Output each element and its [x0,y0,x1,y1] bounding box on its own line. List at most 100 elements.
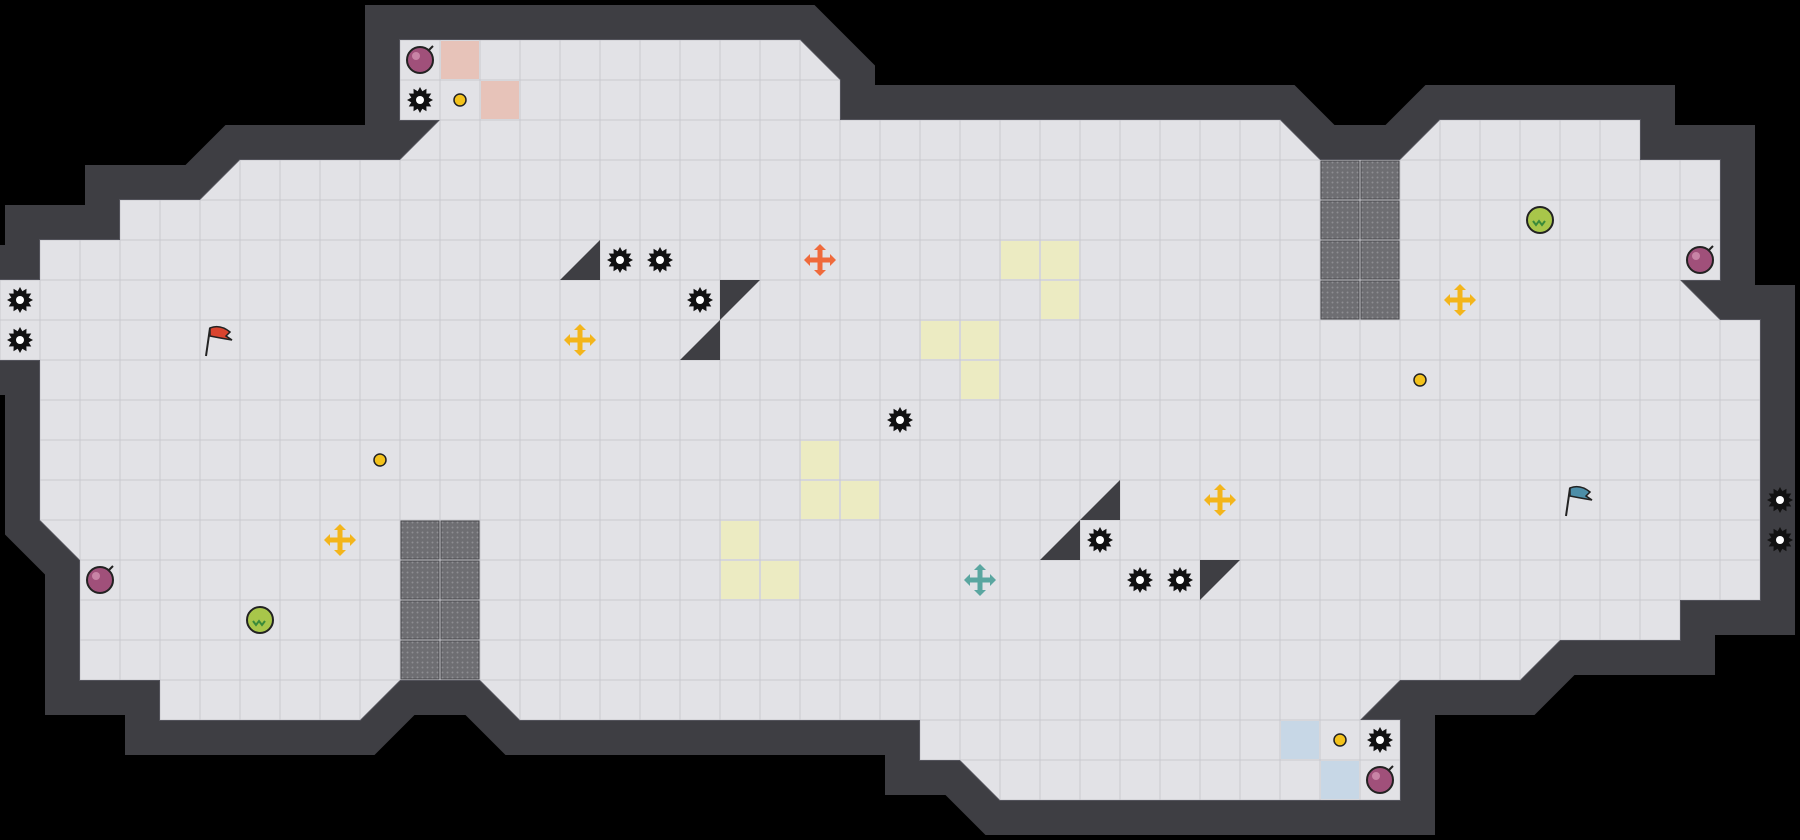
metal-block [1320,160,1360,200]
spike-icon [887,407,913,433]
ramp [1040,520,1080,560]
red-tile [481,81,519,119]
arrow-up [574,324,586,330]
orange-arrows-icon [804,244,836,276]
arrow-h [808,257,832,263]
spike-core [656,256,664,264]
arrow-h [568,337,592,343]
spike-core [416,96,424,104]
yellow-tile [801,441,839,479]
spike-icon [1127,567,1153,593]
metal-block [1320,200,1360,240]
bomb-icon [1686,245,1714,274]
arrow-right [1230,494,1236,506]
orb-wave [1532,219,1546,227]
green-orb-icon [1526,206,1554,234]
red-flag-icon [205,325,233,357]
yellow-arrows-icon [564,324,596,356]
spike-core [696,296,704,304]
spike-icon [647,247,673,273]
ramp [720,280,760,320]
metal-block [1360,160,1400,200]
metal-block [400,560,440,600]
spike-icon [1167,567,1193,593]
yellow-tile [961,361,999,399]
yellow-tile [841,481,879,519]
spike-core [896,416,904,424]
arrow-up [1214,484,1226,490]
coin-icon [373,453,387,467]
spike-core [616,256,624,264]
flag-cloth [209,325,233,341]
bomb-icon [1366,765,1394,794]
yellow-tile [721,521,759,559]
arrow-h [1448,297,1472,303]
arrow-left [964,574,970,586]
arrow-left [324,534,330,546]
arrow-down [1454,310,1466,316]
spike-core [16,336,24,344]
spike-core [1376,736,1384,744]
metal-block [400,640,440,680]
yellow-tile [1041,241,1079,279]
arrow-h [328,537,352,543]
metal-block [1320,280,1360,320]
ramp [1080,480,1120,520]
bomb-fuse [107,565,114,572]
arrow-down [574,350,586,356]
blue-flag-icon [1565,485,1593,517]
blue-tile [1321,761,1359,799]
orb-wave [252,619,266,627]
bomb-fuse [1387,765,1394,772]
arrow-right [590,334,596,346]
arrow-left [804,254,810,266]
arrow-up [814,244,826,250]
ramp [680,320,720,360]
spike-core [16,296,24,304]
arrow-down [1214,510,1226,516]
metal-block [400,600,440,640]
arrow-left [1204,494,1210,506]
yellow-tile [961,321,999,359]
metal-block [440,600,480,640]
bomb-fuse [1707,245,1714,252]
arrow-h [1208,497,1232,503]
yellow-tile [921,321,959,359]
arrow-up [1454,284,1466,290]
arrow-right [830,254,836,266]
metal-block [1360,240,1400,280]
spike-core [1096,536,1104,544]
coin-icon [1333,733,1347,747]
orb-body [246,606,274,634]
metal-block [440,560,480,600]
spike-icon [407,87,433,113]
teal-arrows-icon [964,564,996,596]
spike-icon [1767,527,1793,553]
spike-icon [687,287,713,313]
arrow-left [1444,294,1450,306]
arrow-up [974,564,986,570]
metal-block [1360,280,1400,320]
arrow-h [968,577,992,583]
spike-icon [7,327,33,353]
orb-body [1526,206,1554,234]
green-orb-icon [246,606,274,634]
yellow-arrows-icon [324,524,356,556]
yellow-tile [1001,241,1039,279]
coin-icon [453,93,467,107]
spike-core [1176,576,1184,584]
yellow-arrows-icon [1444,284,1476,316]
metal-block [1320,240,1360,280]
spike-icon [607,247,633,273]
spike-core [1776,536,1784,544]
yellow-tile [1041,281,1079,319]
flag-cloth [1569,485,1593,501]
tile-layer [400,41,1400,799]
yellow-arrows-icon [1204,484,1236,516]
ramp [1200,560,1240,600]
arrow-down [334,550,346,556]
yellow-tile [761,561,799,599]
metal-block [400,520,440,560]
metal-block [1360,200,1400,240]
